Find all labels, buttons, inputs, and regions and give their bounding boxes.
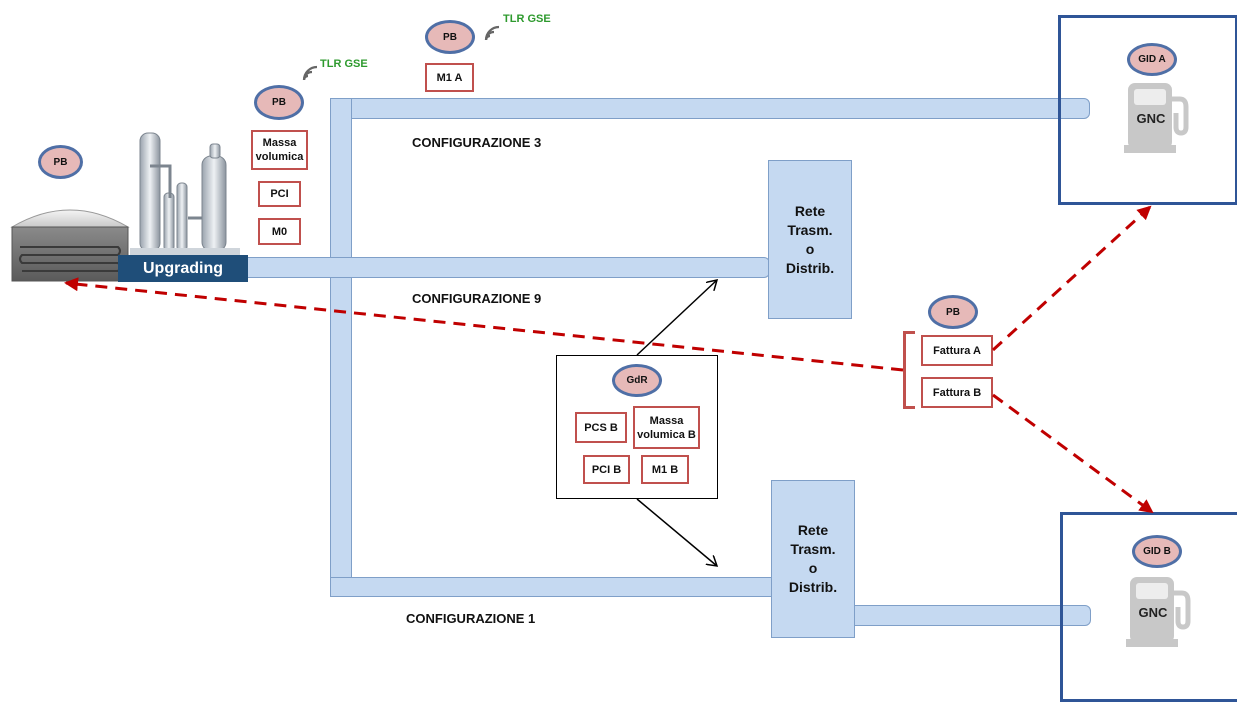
pci-b-box: PCI B <box>583 455 630 484</box>
gnc-label-a: GNC <box>1136 111 1166 126</box>
arrow-gdr-to-rete-top <box>636 280 717 356</box>
pb-oval-m1a: PB <box>425 20 475 54</box>
wifi-signal-icon <box>302 65 318 81</box>
config1-label: CONFIGURAZIONE 1 <box>406 611 536 626</box>
pipe-config1-horizontal <box>330 577 775 597</box>
pci-box: PCI <box>258 181 301 207</box>
fattura-a-box: Fattura A <box>921 335 993 366</box>
pb-oval-upgrading: PB <box>254 85 304 120</box>
m0-box: M0 <box>258 218 301 245</box>
fattura-bracket <box>903 331 915 409</box>
m1a-box: M1 A <box>425 63 474 92</box>
gdr-oval: GdR <box>612 364 662 397</box>
gid-b-oval: GID B <box>1132 535 1182 568</box>
gid-a-oval: GID A <box>1127 43 1177 76</box>
tlr-gse-label-upgrading: TLR GSE <box>320 58 368 70</box>
pb-oval-digester: PB <box>38 145 83 179</box>
fuel-pump-icon <box>1124 83 1189 153</box>
m1-b-box: M1 B <box>641 455 689 484</box>
pipe-to-station-b <box>852 605 1091 626</box>
wifi-signal-icon <box>484 25 500 41</box>
pipe-vertical-main <box>330 98 352 596</box>
upgrading-plant-icon <box>130 132 240 256</box>
massa-volumica-b-box: Massa volumica B <box>633 406 700 449</box>
arrow-gdr-to-rete-bottom <box>636 498 717 566</box>
dashed-arrow-to-station-b <box>992 393 1154 514</box>
fattura-b-box: Fattura B <box>921 377 993 408</box>
pipe-config3-horizontal <box>330 98 1090 119</box>
upgrading-label: Upgrading <box>118 255 248 282</box>
pipe-config9-horizontal <box>240 257 770 278</box>
rete-trasm-box-top: Rete Trasm. o Distrib. <box>768 160 852 319</box>
config9-label: CONFIGURAZIONE 9 <box>412 291 542 306</box>
config3-label: CONFIGURAZIONE 3 <box>412 135 542 150</box>
biogas-digester-icon <box>10 209 130 282</box>
rete-trasm-box-bottom: Rete Trasm. o Distrib. <box>771 480 855 638</box>
pb-oval-fattura: PB <box>928 295 978 329</box>
gnc-label-b: GNC <box>1138 605 1168 620</box>
tlr-gse-label-m1a: TLR GSE <box>503 13 551 25</box>
fuel-pump-icon <box>1126 577 1191 647</box>
massa-volumica-box: Massa volumica <box>251 130 308 170</box>
dashed-arrow-to-station-a <box>991 205 1152 352</box>
station-a-box <box>1058 15 1237 205</box>
pcs-b-box: PCS B <box>575 412 627 443</box>
